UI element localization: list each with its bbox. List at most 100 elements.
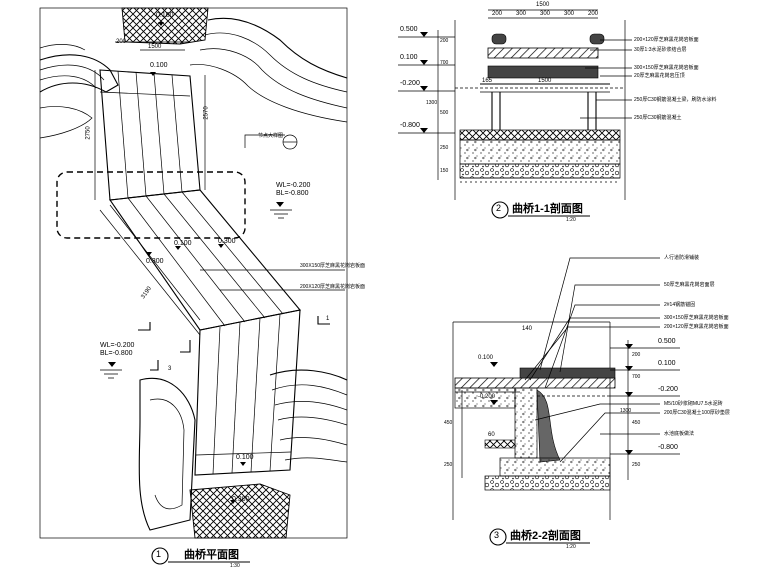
foundation-concrete xyxy=(459,139,621,165)
plan-elev-mid1: 0.100 xyxy=(174,240,192,247)
sec11-note: 30厚1:3水泥砂浆结合层 xyxy=(634,47,687,53)
plan-wl2: WL=-0.200 xyxy=(100,342,135,349)
sec22-gravel xyxy=(484,475,611,491)
plan-call3: 节点大样图 xyxy=(258,133,284,139)
sec22-dim-top: 140 xyxy=(522,326,533,332)
sec22-note: 200×120厚芝麻黑花岗岩板面 xyxy=(664,324,729,330)
plan-dim-left: 2750 xyxy=(85,126,92,140)
sec22-note: 200厚C30混凝土100厚砂垫层 xyxy=(664,410,730,416)
deck-beam xyxy=(487,65,599,79)
sec11-dim-sub: 300 xyxy=(516,11,527,17)
top-paving xyxy=(121,7,209,45)
bridge-upper-segment xyxy=(99,69,201,201)
plan-elev-top2: 0.100 xyxy=(150,62,168,69)
plan-callout-2: 200X120厚芝麻黑花岗岩板面 xyxy=(300,284,366,290)
sec22-number-circle xyxy=(489,528,507,546)
sec22-elev: 0.500 xyxy=(658,338,676,345)
plan-title: 曲桥平面图 xyxy=(184,549,239,561)
sec22-wall xyxy=(514,387,538,459)
shoreline-top xyxy=(39,17,348,139)
section-marker-1 xyxy=(138,316,330,331)
plan-scale: 1:30 xyxy=(230,563,240,569)
water-mark-1 xyxy=(270,202,292,219)
plan-elev-top: 0.100 xyxy=(156,12,174,19)
plan-dim-top2: 1500 xyxy=(148,44,162,50)
sec22-note: 水池底板做法 xyxy=(664,431,695,437)
sec11-note: 250厚C30钢筋混凝土梁，刷防水涂料 xyxy=(634,97,717,103)
sec22-side-dim: 200 xyxy=(632,352,641,358)
plan-bl2: BL=-0.800 xyxy=(100,350,133,357)
sec22-left-dim: 250 xyxy=(444,462,453,468)
sec22-note: 50厚芝麻黑花岗岩面层 xyxy=(664,282,715,288)
plan-dim-right: 2570 xyxy=(203,106,210,120)
plan-dim-top1: 200 xyxy=(116,39,127,45)
sec11-dim-sub: 300 xyxy=(540,11,551,17)
deck-slab-top xyxy=(487,47,599,59)
sec11-side-dim: 500 xyxy=(440,110,449,116)
sec11-note: 250厚C30钢筋混凝土 xyxy=(634,115,682,121)
sec11-dim-total: 1500 xyxy=(536,2,550,8)
sec22-side-dim: 700 xyxy=(632,374,641,380)
plan-sec3-label: 3 xyxy=(168,366,172,372)
sec22-deck xyxy=(454,377,616,389)
sec11-dim-165: 165 xyxy=(482,78,493,84)
sec22-elev-left: -0.200 xyxy=(478,394,496,400)
sec22-scale: 1:20 xyxy=(566,544,576,550)
plan-number: 1 xyxy=(156,549,162,559)
bridge-lower-segment xyxy=(194,309,301,476)
sec22-dim-bot: 60 xyxy=(488,432,495,438)
sec22-note: M5/10砂浆砌MU7.5水泥砖 xyxy=(664,401,723,407)
sec11-side-dim: 200 xyxy=(440,38,449,44)
section-1-1 xyxy=(398,9,632,200)
plan-bl1: BL=-0.800 xyxy=(276,190,309,197)
sec22-note: 300×150厚芝麻黑花岗岩板面 xyxy=(664,315,729,321)
sec11-dim-mid: 1500 xyxy=(538,78,552,84)
sec11-dim-sub: 200 xyxy=(588,11,599,17)
sec22-side-dim: 1300 xyxy=(620,408,632,414)
bridge-middle-segment xyxy=(109,189,302,331)
sec11-scale: 1:20 xyxy=(566,217,576,223)
sec22-note: 2#14钢筋锚固 xyxy=(664,302,696,308)
sec11-number-circle xyxy=(491,201,509,219)
foundation-gravel xyxy=(459,163,621,179)
plan-elev-mid2: 0.300 xyxy=(218,238,236,245)
sec11-side-dim: 700 xyxy=(440,60,449,66)
plan-elev-mid3: 0.300 xyxy=(146,258,164,265)
sec11-note: 200×120厚芝麻黑花岗岩板面 xyxy=(634,37,699,43)
sec22-elev: -0.200 xyxy=(658,386,678,393)
plan-wl1: WL=-0.200 xyxy=(276,182,311,189)
sec22-title: 曲桥2-2剖面图 xyxy=(510,530,581,542)
plan-callout-1: 300X150厚芝麻黑花岗岩板面 xyxy=(300,263,366,269)
sec11-title: 曲桥1-1剖面图 xyxy=(512,203,583,215)
sec22-elev: -0.800 xyxy=(658,444,678,451)
sec22-elev: 0.100 xyxy=(658,360,676,367)
sec11-elev: -0.200 xyxy=(400,80,420,87)
sec11-side-dim: 150 xyxy=(440,168,449,174)
sec22-side-dim: 450 xyxy=(632,420,641,426)
sec11-dim-sub: 300 xyxy=(564,11,575,17)
sec22-elev-left: 0.100 xyxy=(478,355,494,361)
sec11-note: 20厚芝麻黑花岗岩压顶 xyxy=(634,73,685,79)
plan-number-circle xyxy=(151,547,169,565)
sec22-number: 3 xyxy=(494,530,500,540)
leader-3 xyxy=(244,134,285,148)
section-marker-3 xyxy=(150,340,191,371)
sec22-side-dim: 250 xyxy=(632,462,641,468)
sec11-elev: 0.500 xyxy=(400,26,418,33)
sec11-number: 2 xyxy=(496,203,502,213)
plan-sec1-label: 1 xyxy=(326,316,330,322)
bottom-paving xyxy=(189,483,291,539)
section-2-2 xyxy=(452,257,680,520)
sec22-base xyxy=(499,457,611,477)
plan-elev-bot2: 0.300 xyxy=(232,496,250,503)
plan-elev-bot: 0.100 xyxy=(236,454,254,461)
sec11-elev: 0.100 xyxy=(400,54,418,61)
sec11-side-dim: 250 xyxy=(440,145,449,151)
sec22-note: 人行道防滑铺装 xyxy=(664,255,700,261)
water-mark-2 xyxy=(100,362,122,379)
sec11-dim-sub: 200 xyxy=(492,11,503,17)
sec11-note: 300×150厚芝麻黑花岗岩板面 xyxy=(634,65,699,71)
sec11-side-dim: 1300 xyxy=(426,100,438,106)
detail-callout-box xyxy=(56,171,246,239)
